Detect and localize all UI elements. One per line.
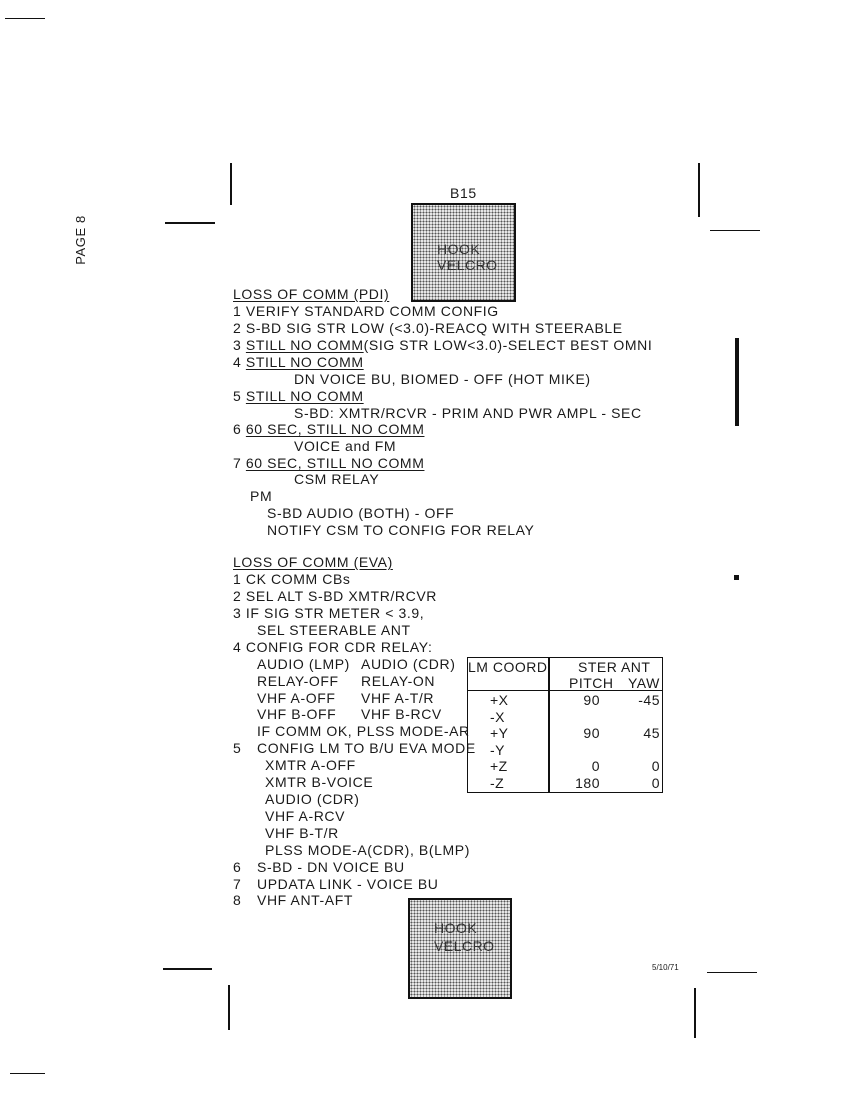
eva-step-5-sub: PLSS MODE-A(CDR), B(LMP)	[265, 842, 470, 858]
change-bar	[735, 338, 739, 426]
eva-step-3-cont: SEL STEERABLE ANT	[257, 622, 411, 638]
table-cell-yaw: -45	[638, 692, 660, 708]
eva-step-5-sub: VHF A-RCV	[265, 808, 346, 824]
header-lm-coord: LM COORD	[468, 659, 548, 675]
eva-step-5-sub: XMTR B-VOICE	[265, 774, 374, 790]
margin-mark	[698, 163, 700, 217]
eva-step-3: 3 IF SIG STR METER < 3.9,	[233, 605, 425, 621]
eva-step-num: 6	[233, 859, 242, 875]
table-cell-coord: +X	[490, 692, 509, 708]
table-cell-pitch: 0	[591, 758, 600, 775]
eva-step-8: VHF ANT-AFT	[257, 892, 354, 908]
margin-mark	[165, 222, 215, 224]
margin-mark	[5, 18, 45, 19]
page-id: B15	[450, 185, 477, 201]
header-pitch: PITCH	[569, 675, 614, 691]
pdi-step-5: 5 STILL NO COMM	[233, 388, 364, 404]
eva-step-5-sub: VHF B-T/R	[265, 825, 339, 841]
eva-step-6: S-BD - DN VOICE BU	[257, 859, 405, 875]
pdi-step-4-action: DN VOICE BU, BIOMED - OFF (HOT MIKE)	[294, 371, 591, 387]
eva-step-5-sub: XMTR A-OFF	[265, 757, 356, 773]
relay-cdr: VHF A-T/R	[361, 690, 435, 706]
page-label: PAGE 8	[72, 215, 88, 265]
pdi-pm-2: NOTIFY CSM TO CONFIG FOR RELAY	[267, 522, 535, 538]
pdi-step-7: 7 60 SEC, STILL NO COMM	[233, 455, 425, 471]
margin-mark	[707, 972, 757, 973]
relay-cdr: VHF B-RCV	[361, 706, 442, 722]
relay-lmp: VHF A-OFF	[257, 690, 336, 706]
table-divider	[548, 658, 550, 792]
pdi-step-3: 3 STILL NO COMM(SIG STR LOW<3.0)-SELECT …	[233, 337, 653, 353]
section-title-pdi: LOSS OF COMM (PDI)	[233, 286, 390, 302]
eva-step-4: 4 CONFIG FOR CDR RELAY:	[233, 639, 433, 655]
table-cell-coord: -X	[490, 708, 505, 725]
change-mark	[734, 575, 739, 580]
table-cell-pitch: 180	[575, 775, 600, 791]
relay-lmp: RELAY-OFF	[257, 673, 339, 689]
pdi-step-6-action: VOICE and FM	[294, 438, 397, 454]
table-cell-yaw: 0	[651, 758, 660, 775]
margin-mark	[694, 988, 696, 1038]
date-stamp: 5/10/71	[652, 963, 679, 972]
relay-cdr: AUDIO (CDR)	[361, 656, 456, 672]
eva-step-2: 2 SEL ALT S-BD XMTR/RCVR	[233, 588, 437, 604]
table-cell-yaw: 45	[643, 725, 660, 742]
relay-cdr: RELAY-ON	[361, 673, 436, 689]
table-cell-pitch: 90	[583, 725, 600, 742]
margin-mark	[710, 230, 760, 231]
margin-mark	[228, 985, 230, 1030]
margin-mark	[10, 1073, 45, 1074]
table-cell-coord: +Y	[490, 725, 509, 742]
table-cell-yaw: 0	[651, 775, 660, 791]
pdi-pm-label: PM	[250, 488, 273, 504]
eva-step-7: UPDATA LINK - VOICE BU	[257, 876, 439, 892]
relay-lmp: AUDIO (LMP)	[257, 656, 350, 672]
table-cell-coord: -Y	[490, 741, 505, 758]
pdi-step-6: 6 60 SEC, STILL NO COMM	[233, 421, 425, 437]
eva-step-5: CONFIG LM TO B/U EVA MODE	[257, 740, 476, 756]
table-cell-coord: +Z	[490, 758, 508, 775]
relay-lmp: VHF B-OFF	[257, 706, 337, 722]
eva-step-5-num: 5	[233, 740, 242, 756]
pdi-step-5-action: S-BD: XMTR/RCVR - PRIM AND PWR AMPL - SE…	[294, 405, 642, 421]
eva-comm-ok: IF COMM OK, PLSS MODE-AR	[257, 723, 470, 739]
header-yaw: YAW	[628, 675, 660, 691]
pdi-pm-1: S-BD AUDIO (BOTH) - OFF	[267, 505, 455, 521]
antenna-table: LM COORD STER ANT PITCH YAW +X 90 -45 -X+Y 9…	[467, 657, 663, 793]
section-title-eva: LOSS OF COMM (EVA)	[233, 554, 393, 570]
table-cell-coord: -Z	[490, 775, 505, 791]
table-cell-pitch: 90	[583, 692, 600, 708]
header-ster-ant: STER ANT	[578, 659, 651, 675]
margin-mark	[230, 163, 232, 205]
margin-mark	[163, 968, 212, 970]
table-divider	[468, 690, 662, 691]
pdi-step-7-action: CSM RELAY	[294, 471, 380, 487]
hook-velcro-top: HOOK VELCRO	[411, 203, 516, 302]
hook-velcro-bottom: HOOK VELCRO	[408, 898, 512, 999]
eva-step-num: 7	[233, 876, 242, 892]
pdi-step-4: 4 STILL NO COMM	[233, 354, 364, 370]
pdi-step-1: 1 VERIFY STANDARD COMM CONFIG	[233, 303, 499, 319]
eva-step-5-sub: AUDIO (CDR)	[265, 791, 360, 807]
pdi-step-2: 2 S-BD SIG STR LOW (<3.0)-REACQ WITH STE…	[233, 320, 623, 336]
eva-step-num: 8	[233, 892, 242, 908]
eva-step-1: 1 CK COMM CBs	[233, 571, 351, 587]
